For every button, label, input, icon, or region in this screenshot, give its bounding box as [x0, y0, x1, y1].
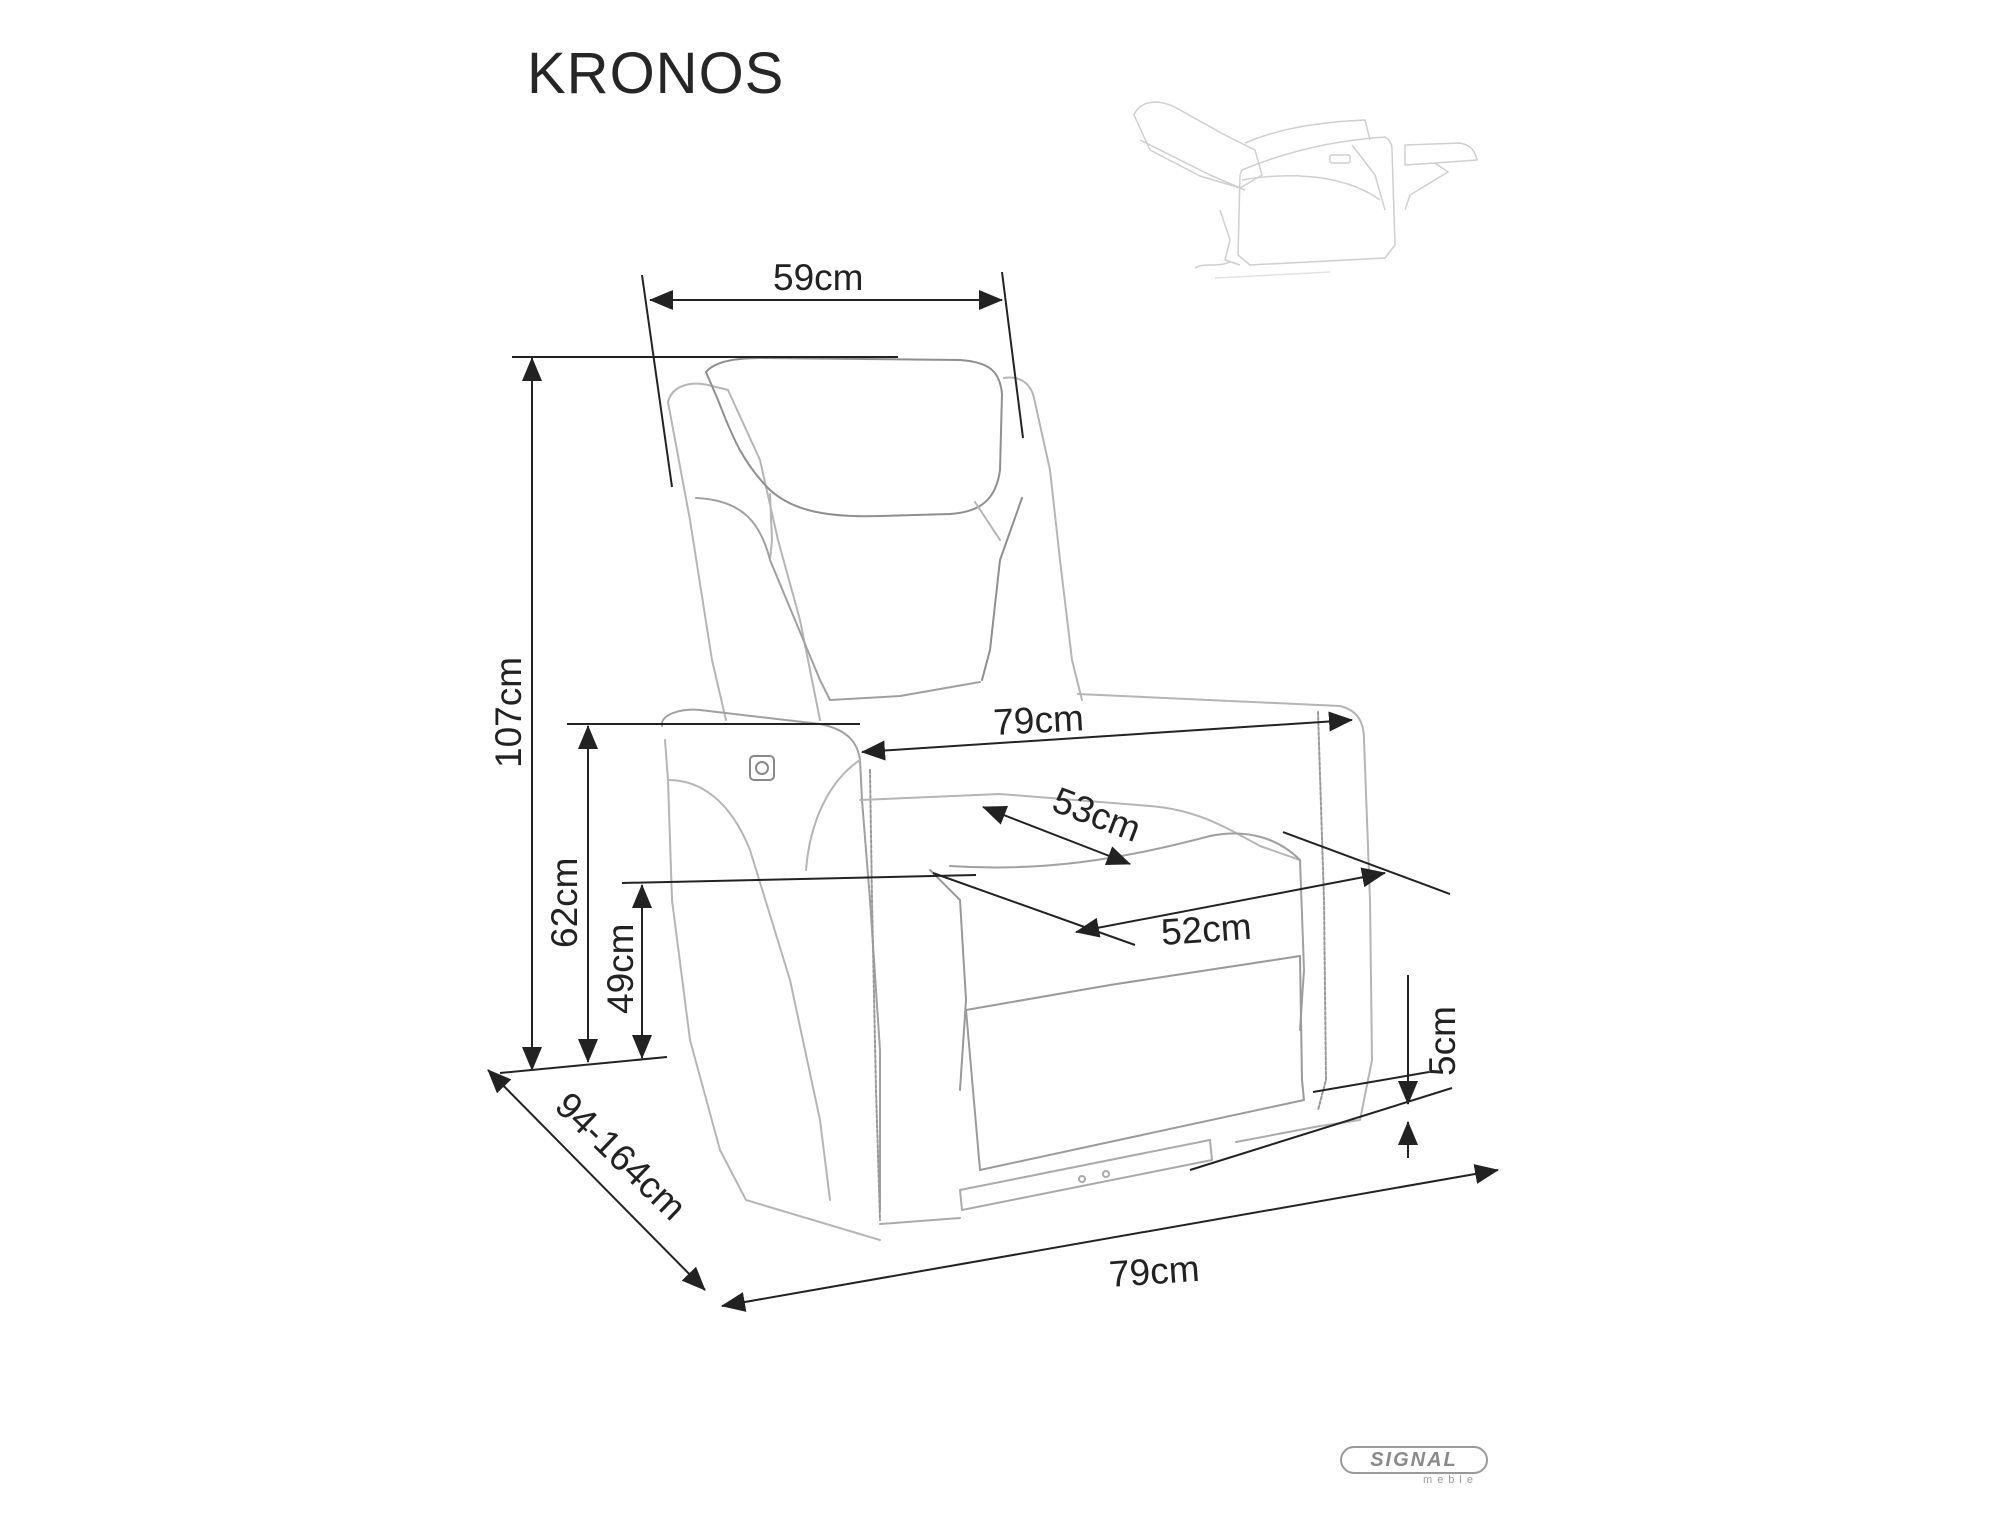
label-inner-width: 79cm	[992, 697, 1085, 743]
label-armrest-height: 62cm	[544, 858, 585, 948]
chair-sketch	[660, 357, 1373, 1241]
dimension-lines	[487, 271, 1499, 1312]
brand-tagline: meble	[1423, 1474, 1478, 1486]
dim-seat-depth	[982, 805, 1131, 866]
dim-depth	[487, 1069, 706, 1291]
label-seat-depth: 53cm	[1047, 779, 1146, 850]
dim-seat-width	[1075, 867, 1386, 938]
reclined-thumbnail	[1133, 101, 1478, 279]
brand-logo: SIGNAL meble	[1340, 1446, 1488, 1486]
label-headrest-width: 59cm	[773, 257, 863, 298]
label-total-width: 79cm	[1108, 1248, 1201, 1295]
label-seat-width: 52cm	[1160, 906, 1253, 953]
label-depth: 94-164cm	[547, 1084, 694, 1228]
brand-name: SIGNAL	[1340, 1446, 1488, 1474]
label-clearance: 5cm	[1422, 1006, 1463, 1076]
product-title: KRONOS	[527, 41, 785, 106]
dim-inner-width	[861, 711, 1353, 761]
dim-total-width	[721, 1164, 1499, 1312]
label-total-height: 107cm	[488, 657, 529, 768]
label-seat-height: 49cm	[600, 924, 641, 1014]
